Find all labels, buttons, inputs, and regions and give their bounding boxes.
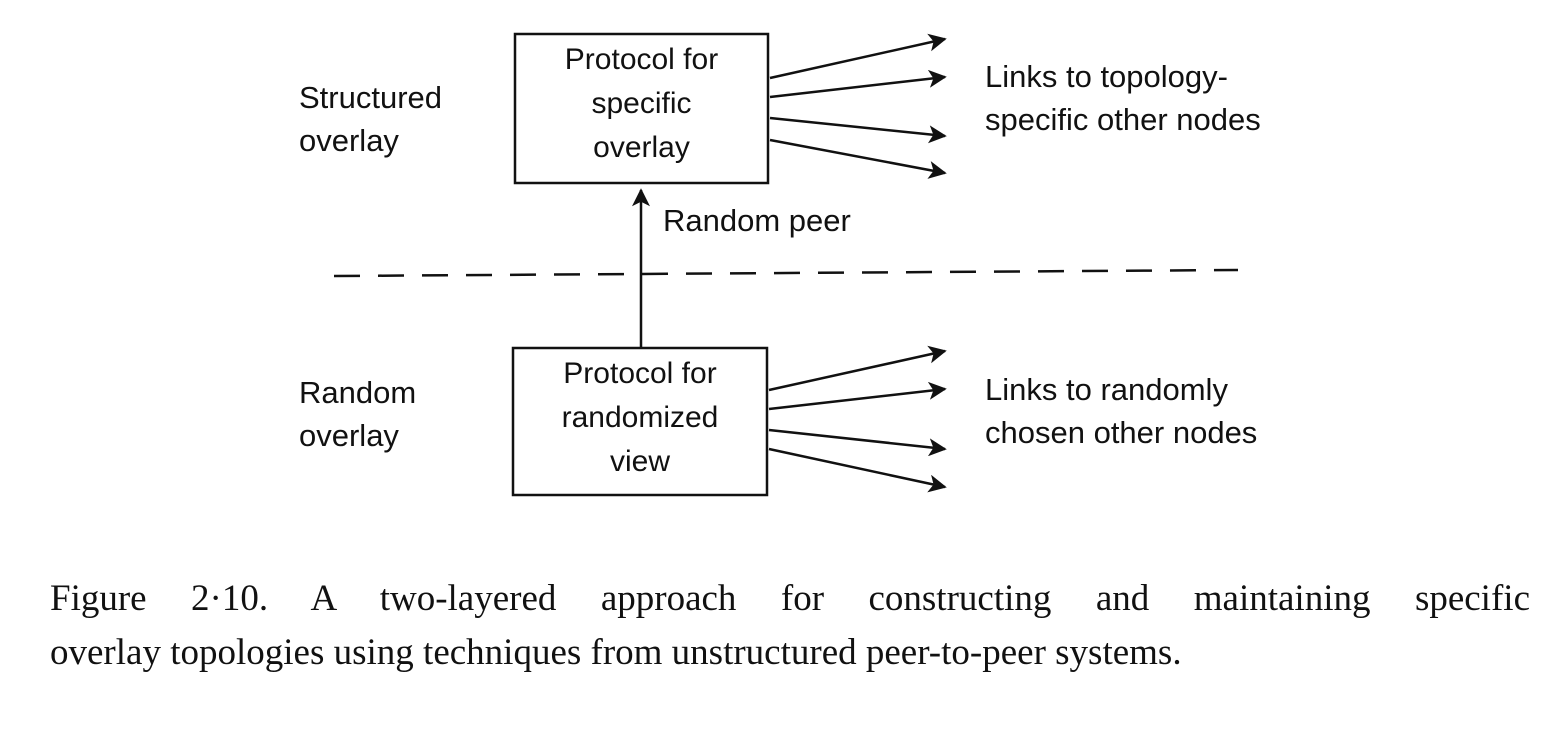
structured-protocol-box [513,32,770,185]
structured-link-arrow-1 [769,33,947,80]
random-overlay-label: Random overlay [299,371,416,457]
structured-link-arrow-4 [769,138,947,179]
structured-overlay-label-line1: Structured [299,80,443,115]
random-protocol-box [511,346,769,497]
figure-caption: Figure 2·10. A two-layered approach for … [50,572,1530,680]
random-link-arrow-3 [768,428,947,457]
structured-links-label-line1: Links to topology- [985,59,1228,94]
structured-protocol-line1: Protocol for [564,43,719,76]
random-links-label-line2: chosen other nodes [985,415,1258,450]
random-links-label: Links to randomly chosen other nodes [985,368,1257,454]
structured-protocol-box-text: Protocol for specific overlay [515,38,768,170]
structured-link-arrow-2 [769,69,947,99]
random-protocol-box-text: Protocol for randomized view [513,352,767,484]
structured-links-arrows [769,33,947,179]
random-links-label-line1: Links to randomly [985,372,1228,407]
random-overlay-label-line2: overlay [299,418,399,453]
random-link-arrow-4 [768,447,947,493]
structured-overlay-label: Structured overlay [299,76,442,162]
layer-separator [333,268,1239,278]
random-protocol-line2: randomized [561,401,719,434]
figure-caption-line2: overlay topologies using techniques from… [50,632,1182,673]
structured-overlay-label-line2: overlay [299,123,399,158]
random-protocol-line3: view [609,445,670,478]
random-links-arrows [768,345,947,493]
random-peer-label: Random peer [663,203,851,238]
random-overlay-label-line1: Random [299,375,417,410]
random-protocol-line1: Protocol for [563,357,717,390]
random-link-arrow-1 [768,345,947,392]
structured-protocol-line2: specific [591,87,692,120]
structured-links-label: Links to topology- specific other nodes [985,55,1261,141]
structured-links-label-line2: specific other nodes [985,102,1261,137]
structured-protocol-line3: overlay [593,131,690,164]
random-link-arrow-2 [768,381,947,411]
structured-link-arrow-3 [769,116,947,144]
figure-caption-line1: Figure 2·10. A two-layered approach for … [50,578,1530,619]
